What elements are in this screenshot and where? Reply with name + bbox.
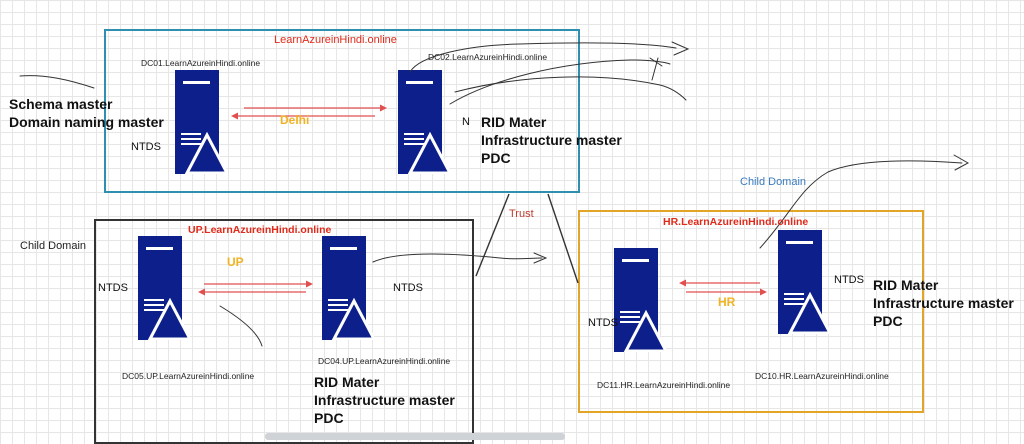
- dc05-hostname: DC05.UP.LearnAzureinHindi.online: [122, 371, 255, 381]
- hr-site-label: HR: [718, 295, 736, 309]
- dc04-hostname: DC04.UP.LearnAzureinHindi.online: [318, 356, 451, 366]
- role-rid-master: RID Mater: [314, 374, 380, 390]
- trust-label: Trust: [509, 208, 534, 220]
- delhi-site-label: Delhi: [280, 113, 310, 127]
- parent-domain-title: LearnAzureinHindi.online: [274, 34, 397, 46]
- role-domain-naming-master: Domain naming master: [9, 114, 164, 130]
- dc01-hostname: DC01.LearnAzureinHindi.online: [141, 58, 261, 68]
- ink-annotations: [19, 41, 970, 347]
- role-pdc: PDC: [314, 410, 344, 426]
- server-dc02-icon: [398, 70, 450, 174]
- up-domain-title: UP.LearnAzureinHindi.online: [188, 224, 332, 236]
- dc02-n-label: N: [462, 116, 470, 128]
- role-rid-master: RID Mater: [873, 277, 939, 293]
- up-site-label: UP: [227, 255, 244, 269]
- role-schema-master: Schema master: [9, 96, 113, 112]
- dc10-hostname: DC10.HR.LearnAzureinHindi.online: [755, 371, 889, 381]
- role-infrastructure-master: Infrastructure master: [481, 132, 622, 148]
- server-dc04-icon: [322, 236, 374, 340]
- role-pdc: PDC: [481, 150, 511, 166]
- role-infrastructure-master: Infrastructure master: [314, 392, 455, 408]
- hr-domain-title: HR.LearnAzureinHindi.online: [663, 216, 809, 228]
- dc04-ntds-label: NTDS: [393, 282, 423, 294]
- dc10-fsmo-roles: RID Mater Infrastructure master PDC: [873, 276, 1014, 330]
- dc10-ntds-label: NTDS: [834, 274, 864, 286]
- replication-arrows-up: [198, 280, 313, 296]
- trust-lines: [475, 193, 579, 284]
- replication-arrows-delhi: [231, 104, 387, 120]
- role-pdc: PDC: [873, 313, 903, 329]
- role-infrastructure-master: Infrastructure master: [873, 295, 1014, 311]
- server-dc05-icon: [138, 236, 190, 340]
- hr-domain-box: [578, 210, 924, 413]
- dc11-ntds-label: NTDS: [588, 317, 618, 329]
- server-dc10-icon: [778, 230, 830, 334]
- up-child-domain-label: Child Domain: [20, 240, 87, 252]
- dc02-hostname: DC02.LearnAzureinHindi.online: [428, 52, 548, 62]
- dc02-fsmo-roles: RID Mater Infrastructure master PDC: [481, 113, 622, 167]
- dc11-hostname: DC11.HR.LearnAzureinHindi.online: [597, 380, 731, 390]
- server-dc01-icon: [175, 70, 227, 174]
- dc04-fsmo-roles: RID Mater Infrastructure master PDC: [314, 373, 455, 427]
- dc05-ntds-label: NTDS: [98, 282, 128, 294]
- server-dc11-icon: [614, 248, 666, 352]
- scrollbar[interactable]: [265, 433, 565, 440]
- role-rid-master: RID Mater: [481, 114, 547, 130]
- replication-arrows-hr: [679, 279, 767, 296]
- hr-child-domain-label: Child Domain: [740, 176, 807, 188]
- dc01-fsmo-roles: Schema master Domain naming master: [9, 95, 164, 131]
- parent-domain-box: [104, 29, 580, 193]
- dc01-ntds-label: NTDS: [131, 141, 161, 153]
